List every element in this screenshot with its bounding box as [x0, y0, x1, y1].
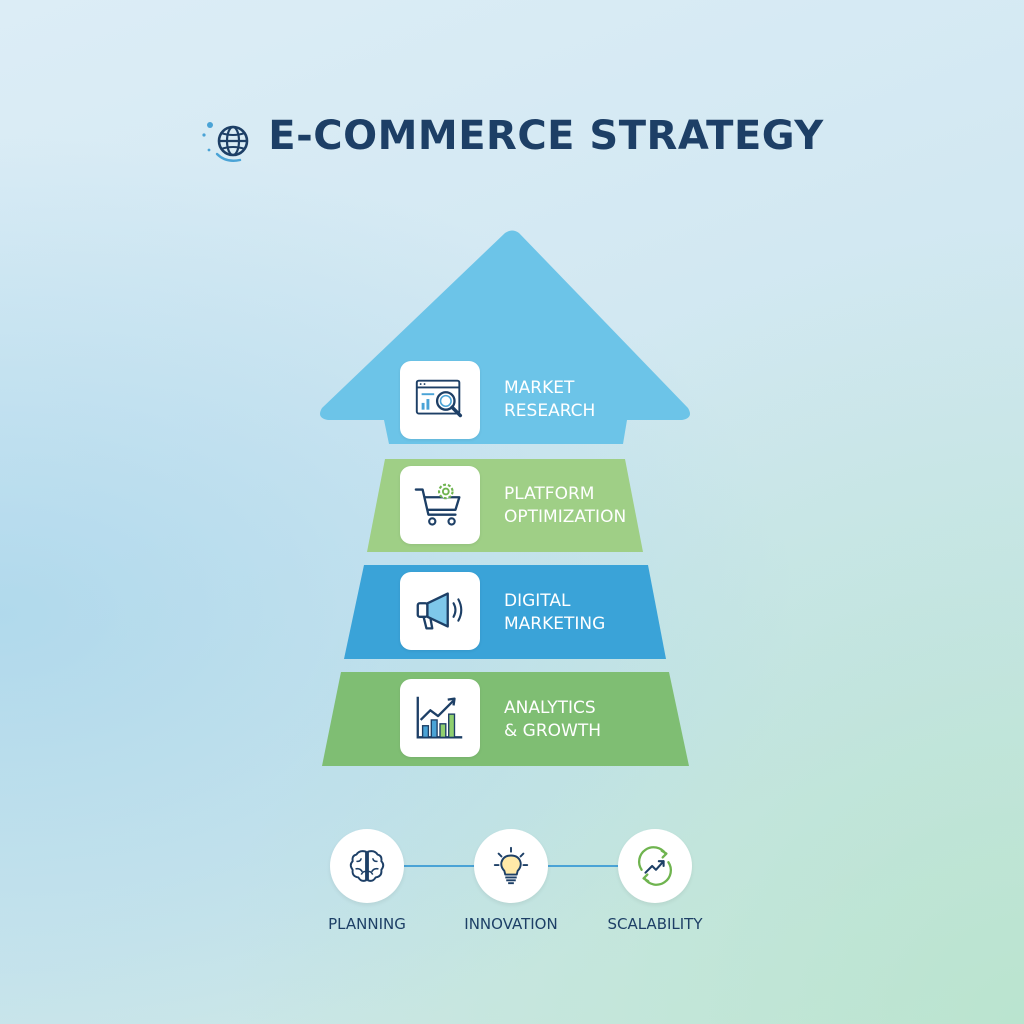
growth-chart-icon — [416, 696, 463, 739]
pillar-label: SCALABILITY — [607, 915, 703, 933]
connector-line — [404, 865, 476, 867]
brain-icon — [349, 850, 385, 882]
lightbulb-icon — [493, 846, 529, 885]
tier-icon-box — [400, 679, 480, 757]
market-research-icon — [415, 379, 463, 418]
megaphone-icon — [416, 592, 463, 630]
cycle-growth-icon — [638, 846, 672, 886]
tier-label-platform-optimization: PLATFORM OPTIMIZATION — [504, 484, 627, 527]
tier-label-analytics-growth: ANALYTICS & GROWTH — [504, 698, 602, 741]
title-row: E-COMMERCE STRATEGY — [0, 96, 1024, 176]
pillar-scalability — [618, 829, 692, 903]
pillar-innovation — [474, 829, 548, 903]
cart-gear-icon — [414, 483, 461, 526]
tier-icon-box — [400, 466, 480, 544]
pillar-label: PLANNING — [328, 915, 406, 933]
tier-label-market-research: MARKET RESEARCH — [504, 378, 596, 421]
page-title: E-COMMERCE STRATEGY — [268, 113, 824, 159]
globe-icon — [202, 122, 249, 162]
pillar-planning — [330, 829, 404, 903]
tier-icon-box — [400, 361, 480, 439]
connector-line — [548, 865, 620, 867]
tier-icon-box — [400, 572, 480, 650]
tier-label-digital-marketing: DIGITAL MARKETING — [504, 591, 606, 634]
pillar-label: INNOVATION — [464, 915, 558, 933]
